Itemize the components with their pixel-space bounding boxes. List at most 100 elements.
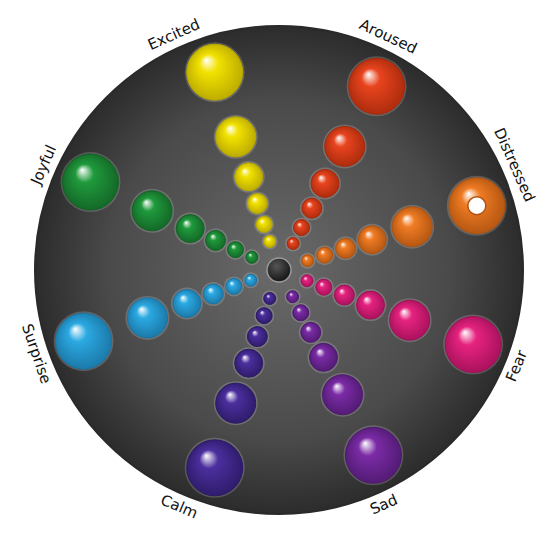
emotion-bubble [317, 247, 333, 263]
emotion-bubble [132, 191, 172, 231]
emotion-spoke [299, 273, 503, 375]
bubble-rim [185, 42, 245, 102]
emotion-bubble [187, 440, 243, 496]
emotion-bubble [287, 291, 299, 303]
emotion-bubble [311, 169, 339, 197]
wheel-disc [35, 26, 523, 514]
emotion-bubble [216, 117, 256, 157]
bubble-rim [332, 283, 356, 307]
wheel-hub [267, 258, 291, 282]
emotion-bubble [235, 349, 263, 377]
emotion-spoke [185, 291, 278, 498]
bubble-rim [447, 176, 507, 236]
emotion-bubble [256, 308, 272, 324]
emotion-bubble [334, 285, 354, 305]
bubble-rim [174, 213, 206, 245]
bubble-rim [291, 303, 311, 323]
emotion-bubble [247, 327, 267, 347]
bubble-rim [233, 161, 265, 193]
emotion-bubble [316, 279, 332, 295]
emotion-bubble [301, 275, 313, 287]
bubble-rim [299, 320, 323, 344]
emotion-bubble [62, 154, 118, 210]
emotion-bubble [173, 290, 201, 318]
bubble-rim [292, 218, 312, 238]
bubble-rim [347, 56, 407, 116]
bubble-rim [285, 236, 301, 252]
emotion-bubble [187, 44, 243, 100]
bubble-rim [201, 282, 225, 306]
emotion-bubble [349, 58, 405, 114]
emotion-spoke [285, 56, 407, 251]
bubble-rim [171, 288, 203, 320]
bubble-rim [390, 205, 434, 249]
bubble-rim [356, 224, 388, 256]
emotion-bubble [206, 230, 226, 250]
emotion-bubble [302, 255, 314, 267]
bubble-rim [300, 196, 324, 220]
emotion-bubble [336, 238, 356, 258]
bubble-rim [354, 289, 386, 321]
emotion-bubble [293, 305, 309, 321]
emotion-bubble [203, 284, 223, 304]
bubble-rim [307, 341, 339, 373]
emotion-bubble [247, 193, 267, 213]
emotion-bubble [294, 220, 310, 236]
emotion-bubble [264, 293, 276, 305]
emotion-bubble [449, 178, 505, 234]
emotion-bubble [325, 126, 365, 166]
bubble-rim [130, 189, 174, 233]
emotion-spoke [300, 176, 507, 269]
bubble-rim [60, 152, 120, 212]
bubble-rim [125, 296, 169, 340]
bubble-rim [323, 124, 367, 168]
bubble-rim [214, 115, 258, 159]
emotion-spoke [54, 272, 259, 371]
bubble-rim [244, 249, 260, 265]
emotion-bubble [246, 251, 258, 263]
emotion-bubble [127, 298, 167, 338]
emotion-bubble [176, 215, 204, 243]
bubble-rim [233, 347, 265, 379]
bubble-hole [468, 197, 486, 215]
bubble-rim [314, 277, 334, 297]
bubble-rim [285, 289, 301, 305]
bubble-rim [334, 236, 358, 260]
emotion-bubble [264, 235, 276, 247]
emotion-bubble [245, 274, 257, 286]
emotion-bubble [216, 383, 256, 423]
bubble-rim [245, 325, 269, 349]
bubble-rim [299, 273, 315, 289]
emotion-bubble [256, 216, 272, 232]
emotion-bubble [356, 291, 384, 319]
bubble-rim [54, 311, 114, 371]
bubble-rim [254, 214, 274, 234]
emotion-bubble [227, 242, 243, 258]
emotion-bubble [358, 226, 386, 254]
bubble-rim [300, 253, 316, 269]
bubble-rim [321, 373, 365, 417]
emotion-bubble [302, 198, 322, 218]
bubble-rim [443, 315, 503, 375]
bubble-rim [245, 191, 269, 215]
bubble-rim [309, 167, 341, 199]
bubble-rim [204, 228, 228, 252]
bubble-rim [225, 240, 245, 260]
emotion-spoke [60, 152, 259, 265]
bubble-rim [185, 438, 245, 498]
bubble-rim [262, 233, 278, 249]
emotion-bubble [323, 375, 363, 415]
emotion-bubble [287, 238, 299, 250]
emotion-bubble [390, 300, 430, 340]
emotion-spoke [285, 289, 404, 486]
bubble-rim [262, 291, 278, 307]
bubble-rim [243, 272, 259, 288]
bubble-rim [214, 381, 258, 425]
bubble-rim [343, 425, 403, 485]
bubble-rim [254, 306, 274, 326]
emotion-bubble [445, 317, 501, 373]
bubble-rim [388, 298, 432, 342]
emotion-bubble [309, 343, 337, 371]
